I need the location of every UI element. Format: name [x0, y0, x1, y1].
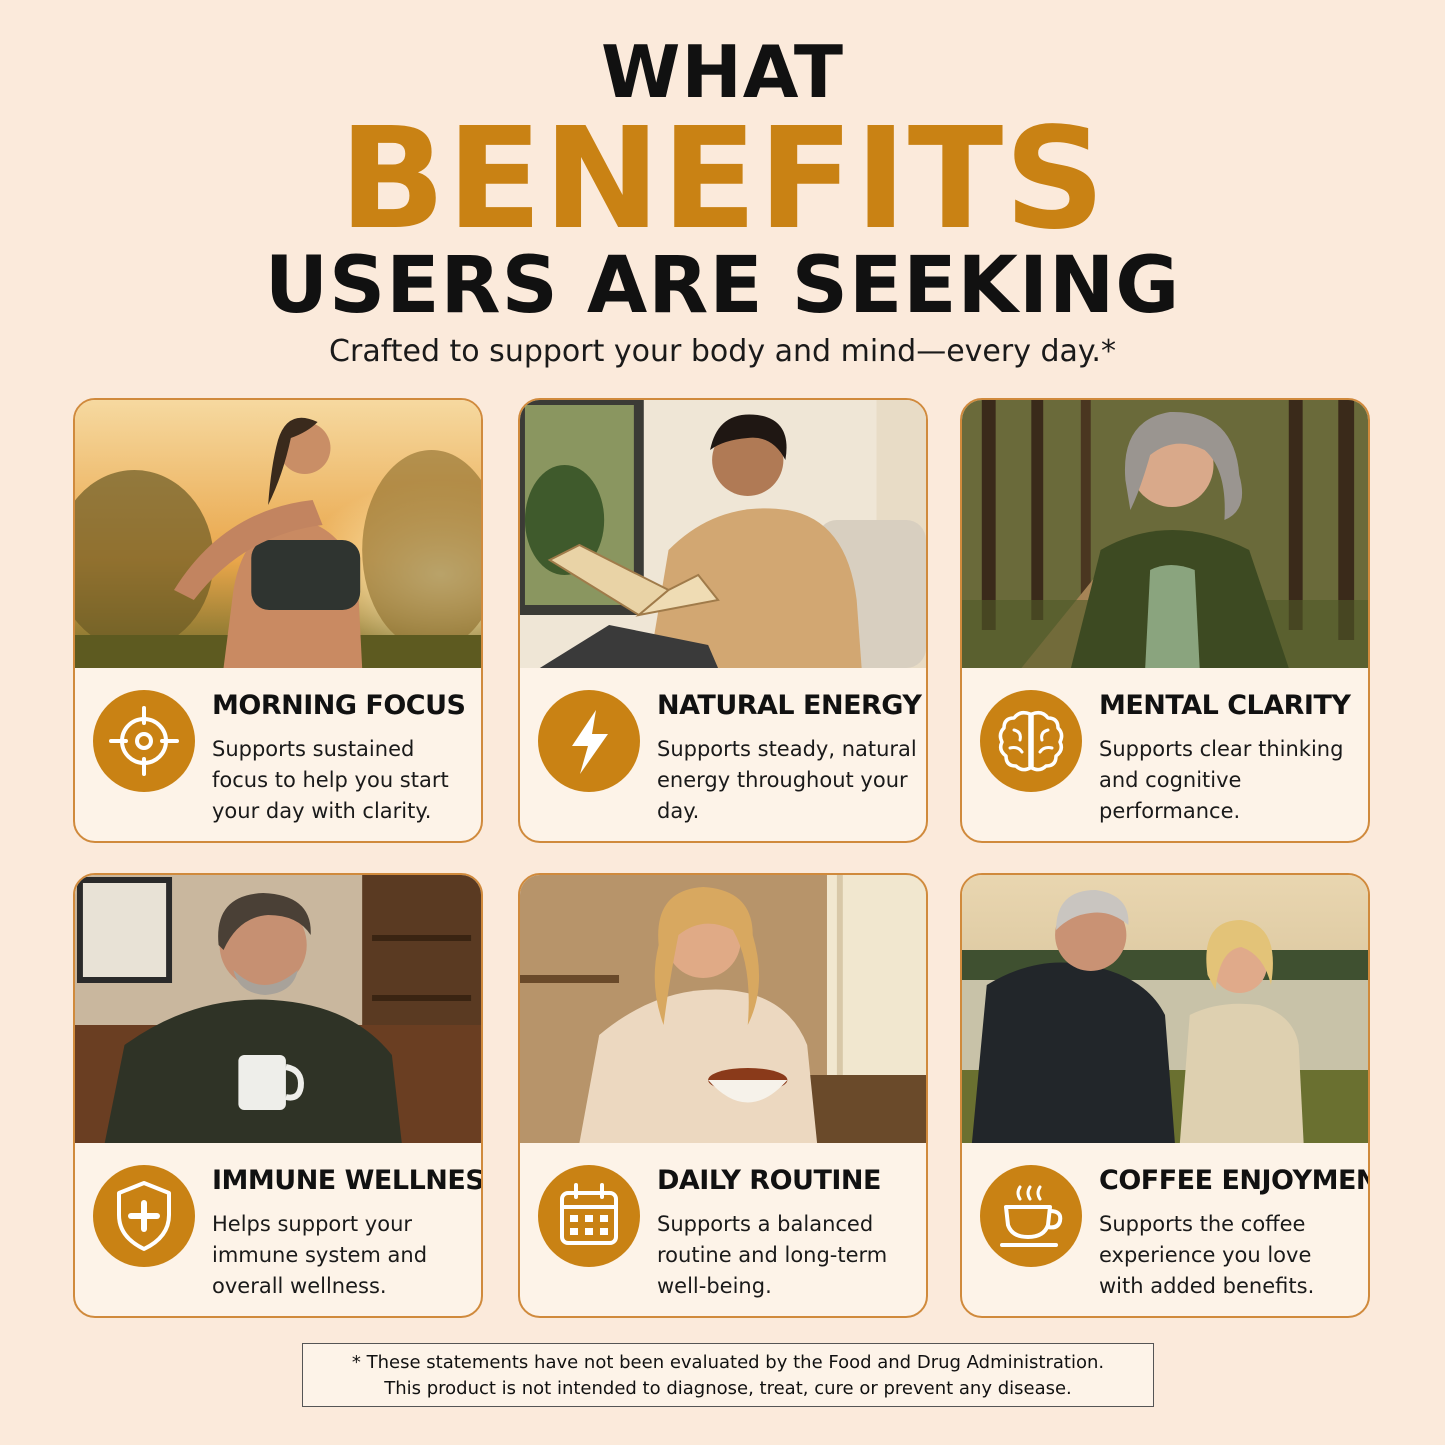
headline-users-are-seeking: USERS ARE SEEKING: [264, 241, 1181, 331]
headline-what: WHAT: [601, 30, 844, 114]
subtitle: Crafted to support your body and mind—ev…: [329, 334, 1116, 369]
card-description: Supports a balanced routine and long-ter…: [657, 1212, 888, 1298]
benefit-card-natural-energy: NATURAL ENERGY Supports steady, natural …: [518, 398, 928, 843]
benefit-card-coffee-enjoyment: COFFEE ENJOYMENT Supports the coffee exp…: [960, 873, 1370, 1318]
photo-woman-eating-bowl: [520, 875, 926, 1143]
card-title: DAILY ROUTINE: [657, 1165, 881, 1196]
photo-man-reading: [520, 400, 926, 668]
lightning-bolt-icon: [538, 690, 640, 792]
coffee-cup-icon: [980, 1165, 1082, 1267]
photo-woman-stretching: [75, 400, 481, 668]
shield-plus-icon: [93, 1165, 195, 1267]
disclaimer-line-1: * These statements have not been evaluat…: [351, 1352, 1105, 1373]
card-title: NATURAL ENERGY: [657, 690, 922, 721]
card-title: MORNING FOCUS: [212, 690, 466, 721]
disclaimer-line-2: This product is not intended to diagnose…: [384, 1378, 1072, 1399]
card-title: COFFEE ENJOYMENT: [1099, 1165, 1370, 1196]
headline-benefits: BENEFITS: [338, 98, 1107, 261]
card-description: Helps support your immune system and ove…: [212, 1212, 428, 1298]
benefit-card-mental-clarity: MENTAL CLARITY Supports clear thinking a…: [960, 398, 1370, 843]
brain-icon: [980, 690, 1082, 792]
card-description: Supports the coffee experience you love …: [1099, 1212, 1315, 1298]
card-title: MENTAL CLARITY: [1099, 690, 1351, 721]
card-description: Supports sustained focus to help you sta…: [212, 737, 449, 823]
card-description: Supports steady, natural energy througho…: [657, 737, 917, 823]
fda-disclaimer: * These statements have not been evaluat…: [302, 1343, 1154, 1407]
photo-couple-by-lake: [962, 875, 1368, 1143]
benefit-card-daily-routine: DAILY ROUTINE Supports a balanced routin…: [518, 873, 928, 1318]
target-icon: [93, 690, 195, 792]
photo-woman-forest: [962, 400, 1368, 668]
calendar-icon: [538, 1165, 640, 1267]
benefit-card-immune-wellness: IMMUNE WELLNESS Helps support your immun…: [73, 873, 483, 1318]
photo-man-with-mug: [75, 875, 481, 1143]
benefit-card-morning-focus: MORNING FOCUS Supports sustained focus t…: [73, 398, 483, 843]
card-description: Supports clear thinking and cognitive pe…: [1099, 737, 1344, 823]
card-title: IMMUNE WELLNESS: [212, 1165, 483, 1196]
